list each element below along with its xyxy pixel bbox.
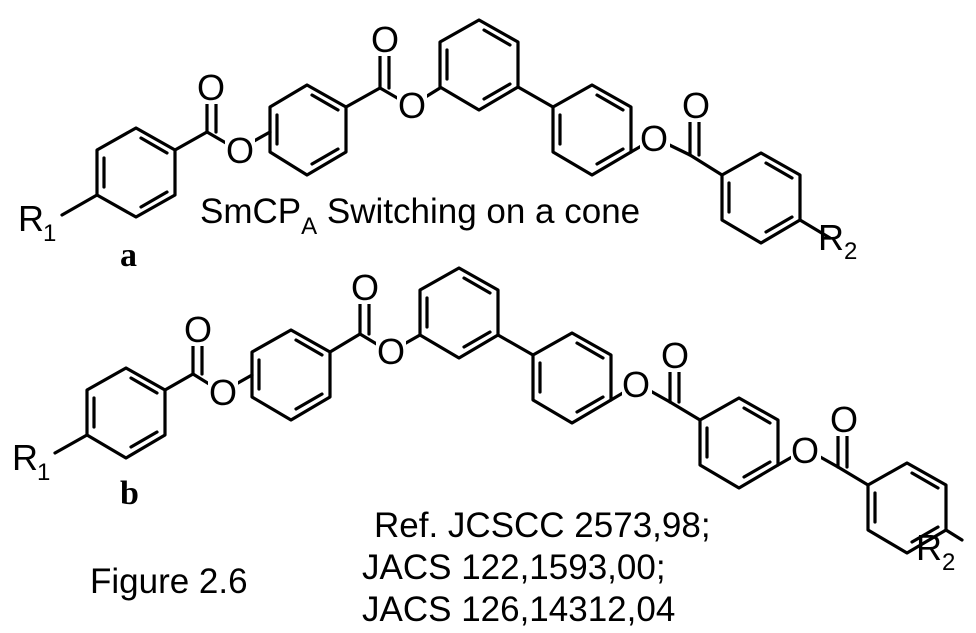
oxygen-label: O — [398, 85, 426, 126]
oxygen-label: O — [830, 399, 858, 440]
molecule-a-atoms: O O O O O O R 1 R 2 — [18, 19, 857, 265]
molecule-a-bonds — [60, 18, 832, 245]
r2-subscript: 2 — [844, 238, 857, 265]
r2-label: R — [818, 217, 844, 258]
molecule-a: O O O O O O R 1 R 2 SmCPA Switching on a… — [18, 18, 857, 274]
oxygen-label: O — [661, 335, 689, 376]
reference-line: JACS 122,1593,00; — [362, 548, 666, 587]
oxygen-label: O — [791, 430, 819, 471]
oxygen-label: O — [622, 364, 650, 405]
oxygen-label: O — [209, 372, 237, 413]
r2-label: R — [916, 527, 942, 568]
phase-name: SmCP — [200, 192, 301, 231]
molecule-b-atoms: O O O O O O O O R 1 R 2 — [12, 267, 955, 576]
r1-label: R — [18, 198, 44, 239]
oxygen-label: O — [351, 267, 379, 308]
molecule-b-letter: b — [120, 475, 139, 512]
r1-subscript: 1 — [43, 220, 56, 247]
oxygen-label: O — [682, 85, 710, 126]
figure-label: Figure 2.6 — [90, 562, 248, 601]
molecule-a-letter: a — [120, 237, 137, 274]
molecule-b-bonds — [53, 266, 964, 555]
oxygen-label: O — [371, 19, 399, 60]
molecule-a-caption: SmCPA Switching on a cone — [196, 190, 716, 240]
oxygen-label: O — [184, 309, 212, 350]
oxygen-label: O — [197, 67, 225, 108]
reference-line: JACS 126,14312,04 — [362, 590, 675, 629]
phase-caption: SmCPA Switching on a cone — [200, 192, 640, 240]
oxygen-label: O — [640, 118, 668, 159]
r1-subscript: 1 — [37, 459, 50, 486]
r2-subscript: 2 — [942, 549, 955, 576]
reference-list: Ref. JCSCC 2573,98; JACS 122,1593,00; JA… — [362, 506, 711, 629]
molecule-b: O O O O O O O O R 1 R 2 b — [12, 266, 964, 576]
oxygen-label: O — [226, 130, 254, 171]
reference-line: Ref. JCSCC 2573,98; — [374, 506, 711, 545]
oxygen-label: O — [377, 331, 405, 372]
phase-subscript: A — [301, 213, 317, 240]
phase-description: Switching on a cone — [317, 192, 640, 231]
r1-label: R — [12, 437, 38, 478]
